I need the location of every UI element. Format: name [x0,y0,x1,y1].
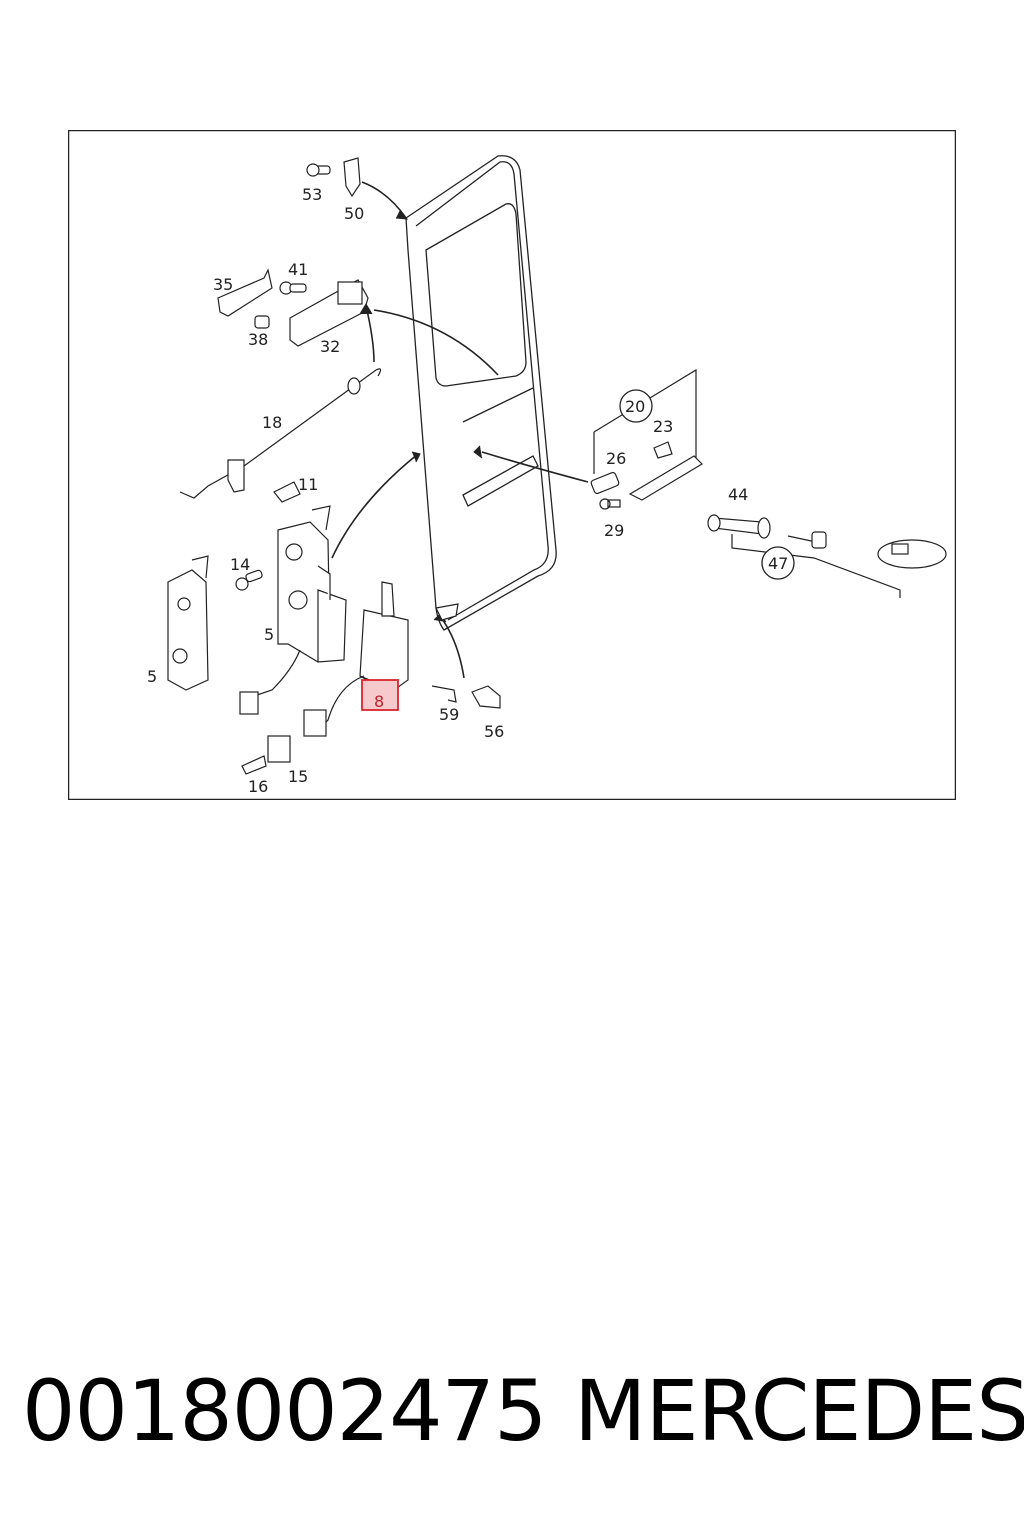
highlight-box-part-8 [361,679,399,711]
part-59-pin [431,685,457,703]
part-11-clip [273,481,301,503]
part-5-door-lock-center [277,505,347,663]
label-18: 18 [262,413,282,432]
label-8: 8 [374,692,384,711]
arrow-32 [373,309,499,376]
part-35-bracket [217,268,273,317]
label-56: 56 [484,722,504,741]
callout-circle-20 [619,389,653,423]
rear-door-panel [405,155,557,631]
label-26: 26 [606,449,626,468]
part-38-nut [254,315,270,329]
part-14-screw [235,569,263,591]
part-5-door-lock-left [167,555,209,691]
label-50: 50 [344,204,364,223]
part-47-key-set [731,531,947,598]
label-20: 20 [625,397,645,416]
label-47: 47 [768,554,788,573]
part-56-bracket [471,685,501,709]
label-5-left: 5 [147,667,157,686]
exploded-view-drawing: 53 50 41 35 38 32 18 11 14 5 5 8 16 15 5… [68,130,956,800]
label-5-center: 5 [264,625,274,644]
label-29: 29 [604,521,624,540]
part-50-bracket [343,157,361,198]
parts-diagram: 53 50 41 35 38 32 18 11 14 5 5 8 16 15 5… [68,130,956,800]
footer-caption: 0018002475 MERCEDES [22,1362,1024,1472]
part-53-screw [306,163,331,177]
label-59: 59 [439,705,459,724]
part-41-screw [279,281,307,295]
label-38: 38 [248,330,268,349]
label-44: 44 [728,485,748,504]
label-15: 15 [288,767,308,786]
arrow-5-to-door [331,453,419,559]
label-16: 16 [248,777,268,796]
label-14: 14 [230,555,250,574]
brand-name: MERCEDES [574,1362,1024,1460]
wiring-harness [239,649,365,763]
part-44-lock-cylinder [707,514,771,539]
part-16-connector-pin [241,755,267,775]
arrow-20 [481,451,589,483]
part-18-cable [179,368,382,499]
label-41: 41 [288,260,308,279]
label-35: 35 [213,275,233,294]
callout-circle-47 [761,546,795,580]
part-number: 0018002475 [22,1362,547,1460]
label-23: 23 [653,417,673,436]
label-32: 32 [320,337,340,356]
label-53: 53 [302,185,322,204]
label-11: 11 [298,475,318,494]
part-20-outer-handle-group [590,368,703,510]
